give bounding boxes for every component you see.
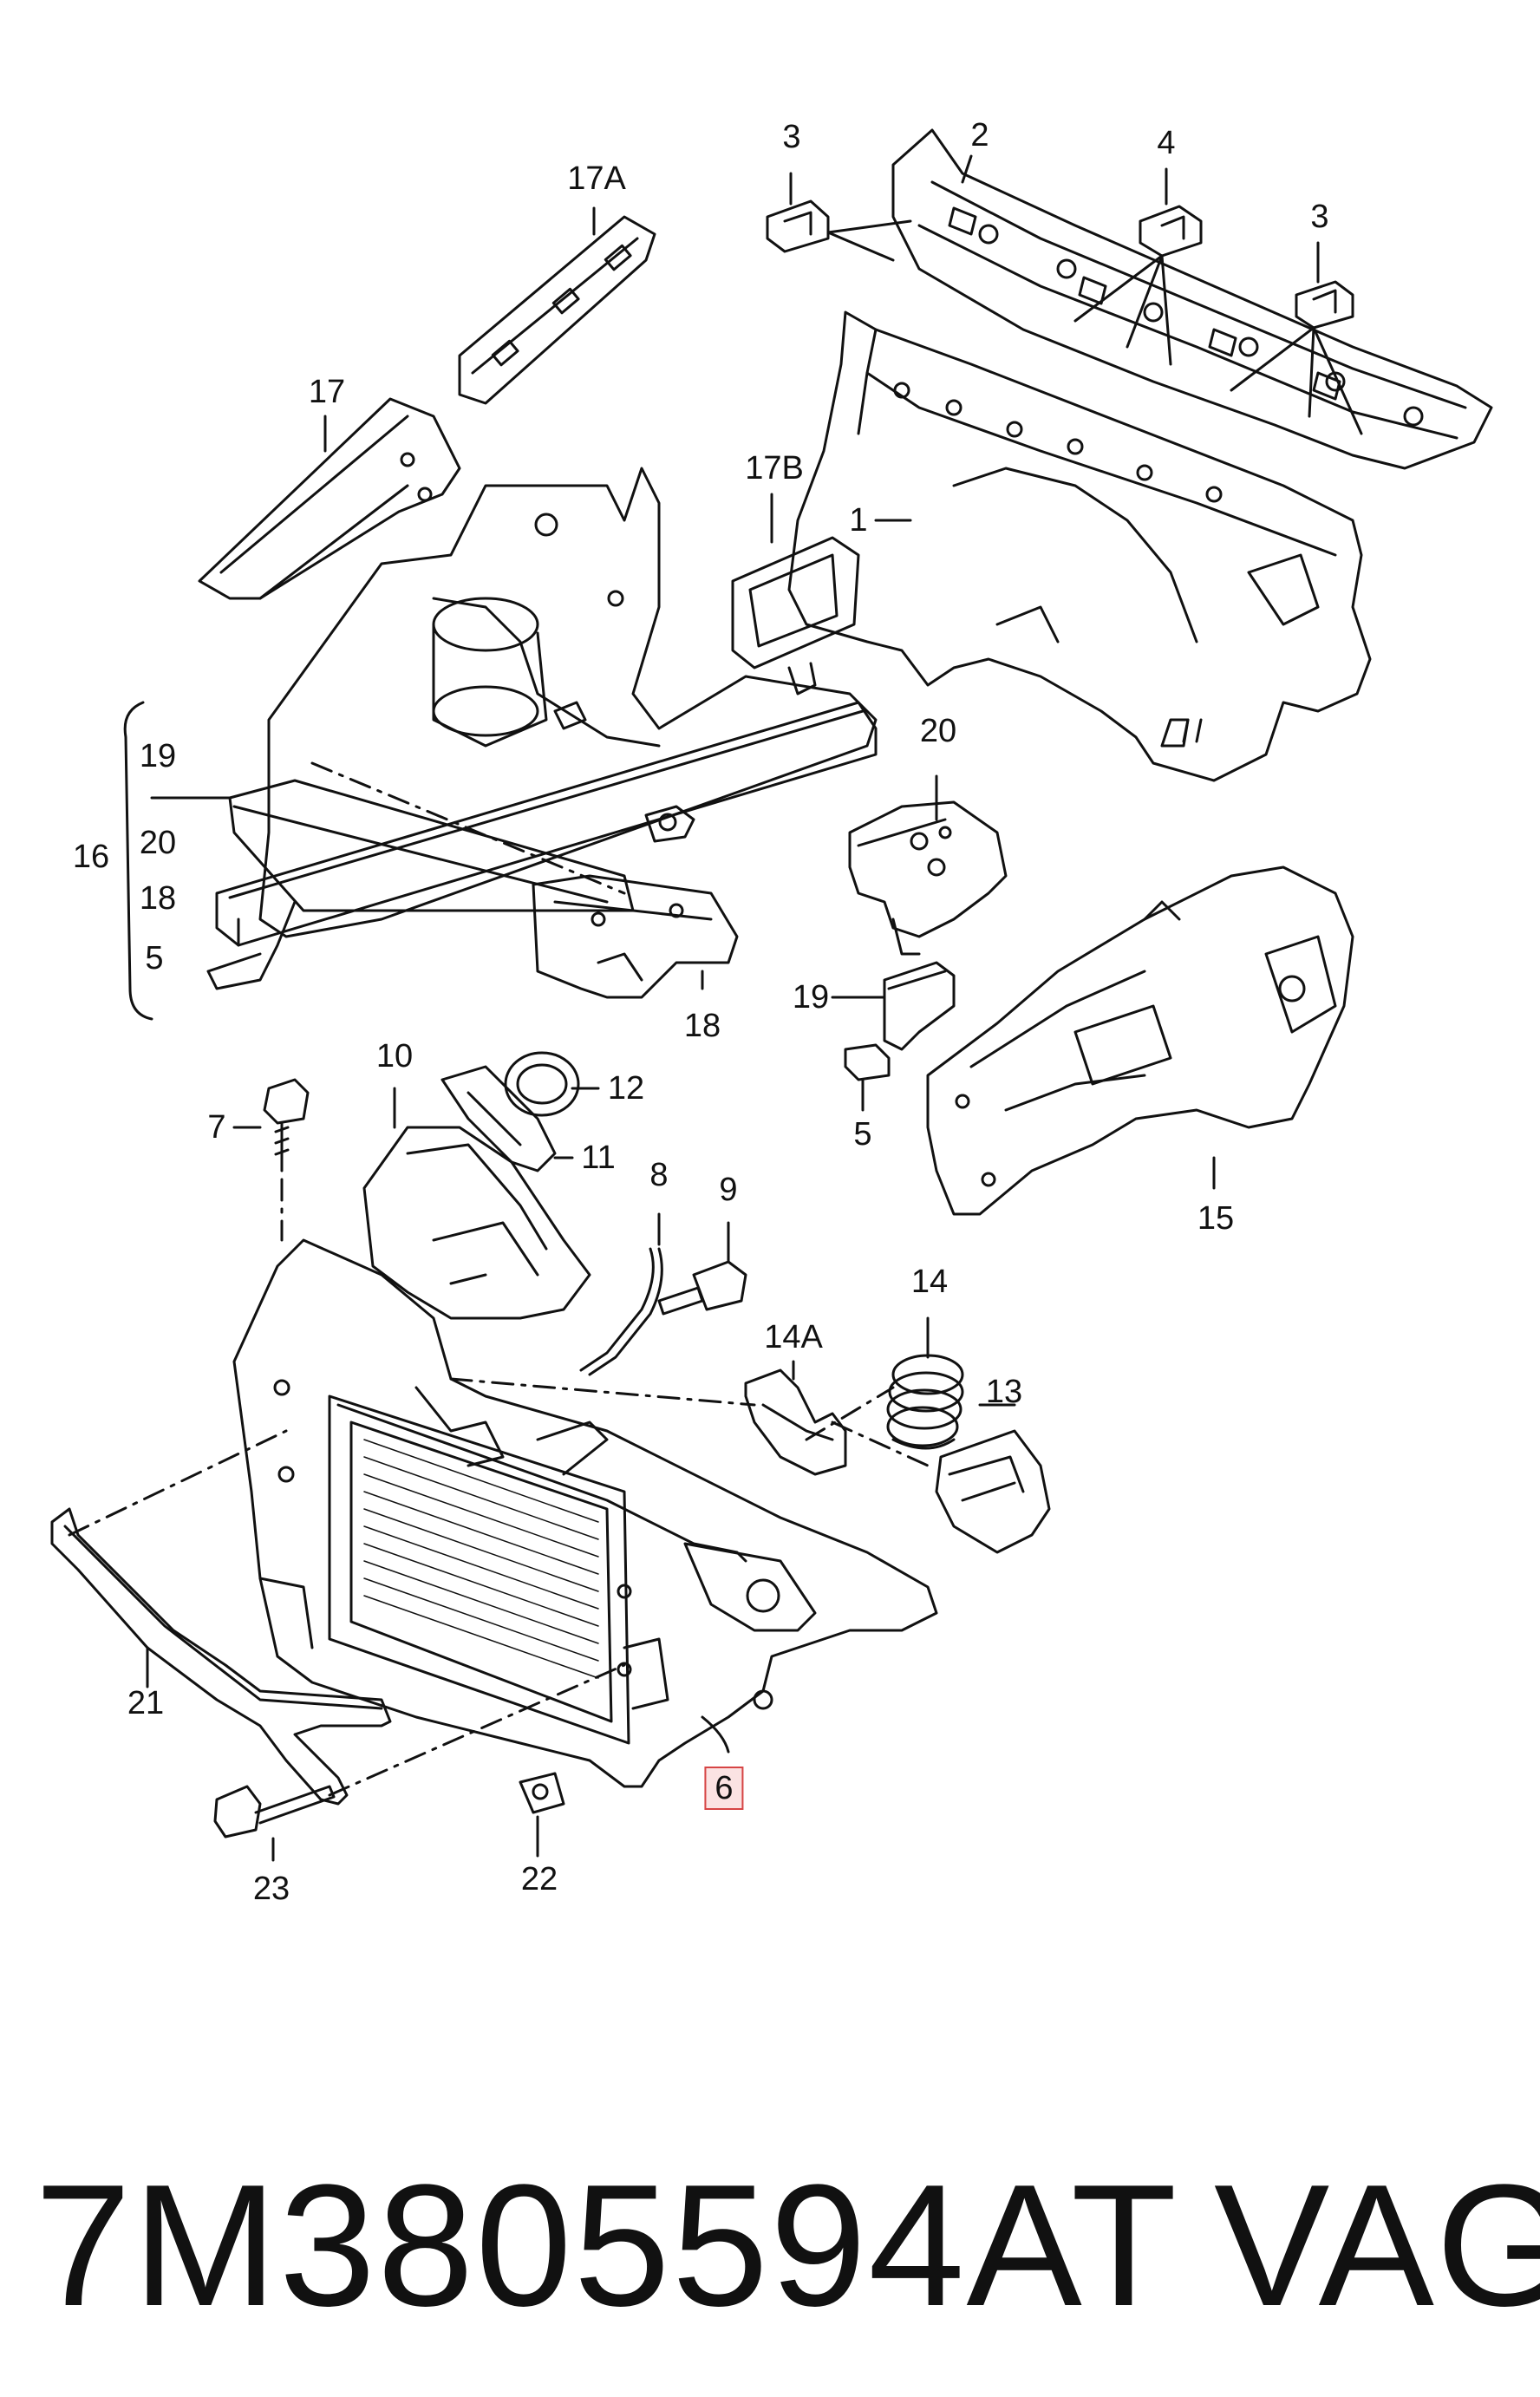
callout-11: 11 bbox=[581, 1140, 616, 1176]
front-panel-part-6 bbox=[234, 1240, 936, 1786]
frame-assembly-part-16 bbox=[260, 468, 876, 937]
callout-7: 7 bbox=[207, 1109, 226, 1146]
callout-20-right: 20 bbox=[919, 713, 957, 749]
duct-part-14A bbox=[746, 1370, 845, 1474]
bracket-part-18-left bbox=[533, 876, 737, 997]
bolt-part-23 bbox=[215, 1786, 334, 1837]
callout-17A: 17A bbox=[567, 160, 626, 197]
bolt-part-7 bbox=[264, 1080, 308, 1240]
bracket-part-19-right bbox=[884, 963, 954, 1049]
callout-16: 16 bbox=[72, 839, 110, 875]
duct-part-10 bbox=[364, 1127, 590, 1318]
callout-1: 1 bbox=[849, 502, 868, 539]
bulkhead-part-1 bbox=[789, 312, 1370, 780]
bolt-part-9 bbox=[659, 1262, 746, 1314]
brand-name: VAG bbox=[1214, 2149, 1540, 2342]
clip-part-4 bbox=[1140, 206, 1201, 256]
callout-18-left: 18 bbox=[139, 880, 177, 917]
callout-21: 21 bbox=[127, 1685, 165, 1721]
callout-10: 10 bbox=[375, 1038, 414, 1074]
callout-17: 17 bbox=[308, 374, 346, 410]
seal-ring-part-12 bbox=[506, 1053, 578, 1115]
callout-17B: 17B bbox=[745, 450, 804, 487]
callout-19-left: 19 bbox=[139, 738, 177, 774]
callout-18-bracket: 18 bbox=[683, 1008, 721, 1044]
clip-part-5-right bbox=[845, 1045, 889, 1080]
callout-23: 23 bbox=[252, 1871, 290, 1907]
bracket-part-20 bbox=[850, 802, 1006, 954]
part-number: 7M3805594AT bbox=[35, 2149, 1179, 2342]
frame-rails-part-19 bbox=[208, 702, 876, 989]
bracket-part-11 bbox=[442, 1067, 555, 1171]
callout-4: 4 bbox=[1157, 125, 1176, 161]
callout-20-left: 20 bbox=[139, 825, 177, 861]
callout-9: 9 bbox=[719, 1172, 738, 1208]
callout-12: 12 bbox=[607, 1070, 645, 1107]
box-part-17B bbox=[733, 538, 858, 694]
callout-5-left: 5 bbox=[145, 940, 164, 976]
parts-diagram bbox=[0, 0, 1540, 2081]
clip-part-22 bbox=[520, 1773, 564, 1812]
callout-3-right: 3 bbox=[1310, 199, 1329, 235]
callout-19-right: 19 bbox=[792, 979, 830, 1016]
strip-part-17A bbox=[460, 217, 655, 403]
callout-15: 15 bbox=[1197, 1200, 1235, 1237]
cable-part-8 bbox=[581, 1249, 662, 1375]
callout-14A: 14A bbox=[764, 1319, 823, 1355]
callout-13: 13 bbox=[985, 1374, 1023, 1410]
clip-part-3-left bbox=[767, 201, 828, 251]
duct-part-13 bbox=[936, 1431, 1049, 1552]
callout-3-left: 3 bbox=[782, 119, 801, 155]
cross-member-part-21 bbox=[52, 1509, 390, 1804]
bellows-part-14 bbox=[888, 1355, 962, 1448]
strut-brace-part-17 bbox=[199, 399, 460, 598]
callout-2: 2 bbox=[970, 117, 989, 153]
callout-6-highlighted: 6 bbox=[704, 1767, 744, 1810]
callout-14: 14 bbox=[910, 1264, 949, 1300]
clip-part-3-right bbox=[1296, 282, 1353, 328]
callout-8: 8 bbox=[649, 1157, 669, 1193]
cowl-panel-part-2 bbox=[893, 130, 1491, 468]
callout-22: 22 bbox=[520, 1861, 558, 1897]
inner-wing-part-15 bbox=[928, 867, 1353, 1214]
callout-5-right: 5 bbox=[853, 1116, 872, 1153]
